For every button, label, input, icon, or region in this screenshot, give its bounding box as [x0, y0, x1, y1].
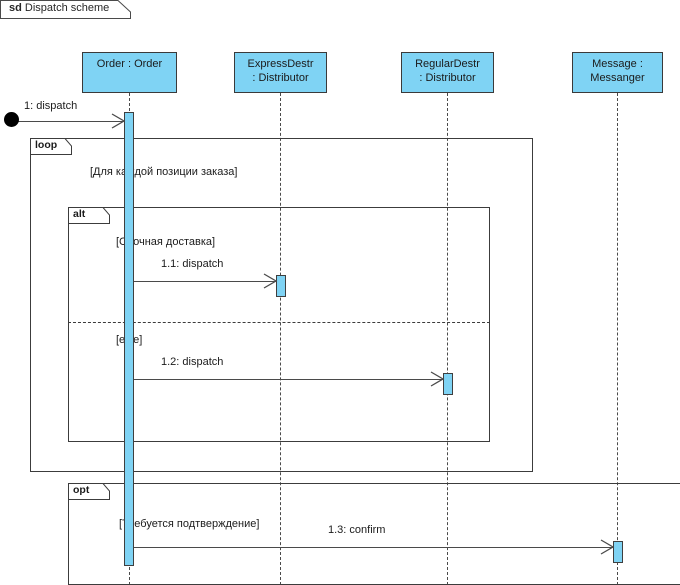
- lifeline-head-order[interactable]: Order : Order: [82, 52, 177, 93]
- frame-title-text: Dispatch scheme: [24, 2, 110, 14]
- fragment-operator-alt: alt: [73, 208, 86, 220]
- arrowhead-icon-m1: [111, 113, 126, 129]
- message-line-m1[interactable]: [12, 121, 124, 122]
- activation-bar-order-main[interactable]: [124, 112, 134, 566]
- arrowhead-icon-m13: [600, 539, 615, 555]
- fragment-alt[interactable]: [68, 207, 490, 442]
- arrowhead-icon-m11: [263, 273, 278, 289]
- activation-bar-express-act[interactable]: [276, 275, 286, 297]
- lifeline-head-regular[interactable]: RegularDestr : Distributor: [401, 52, 494, 93]
- fragment-label-loop: loop: [30, 138, 72, 155]
- lifeline-type-express: : Distributor: [252, 72, 309, 84]
- lifeline-stem-regular: [447, 93, 448, 585]
- lifeline-name-messenger: Message :: [592, 58, 643, 70]
- lifeline-type-messenger: Messanger: [590, 72, 645, 84]
- message-line-m13[interactable]: [134, 547, 613, 548]
- activation-bar-regular-act[interactable]: [443, 373, 453, 395]
- fragment-loop[interactable]: [30, 138, 533, 472]
- initial-node: [4, 112, 19, 127]
- fragment-label-opt: opt: [68, 483, 110, 500]
- message-label-m12: 1.2: dispatch: [161, 356, 224, 368]
- message-line-m12[interactable]: [134, 379, 443, 380]
- arrowhead-icon-m12: [430, 371, 445, 387]
- message-label-m1: 1: dispatch: [24, 100, 78, 112]
- fragment-operator-opt: opt: [73, 484, 90, 496]
- lifeline-name-express: ExpressDestr: [247, 58, 314, 70]
- message-label-m13: 1.3: confirm: [328, 524, 386, 536]
- fragment-operator-loop: loop: [35, 139, 58, 151]
- lifeline-head-messenger[interactable]: Message : Messanger: [572, 52, 663, 93]
- lifeline-stem-messenger: [617, 93, 618, 585]
- fragment-divider-alt-0: [68, 322, 490, 323]
- lifeline-stem-express: [280, 93, 281, 585]
- frame-title-tab: sd Dispatch scheme: [0, 0, 131, 19]
- alt-branch-guard-0: [Срочная доставка]: [116, 236, 216, 248]
- frame-title: sd Dispatch scheme: [9, 2, 109, 14]
- message-label-m11: 1.1: dispatch: [161, 258, 224, 270]
- lifeline-head-express[interactable]: ExpressDestr : Distributor: [234, 52, 327, 93]
- fragment-label-alt: alt: [68, 207, 110, 224]
- lifeline-name-order: Order : Order: [96, 58, 163, 70]
- lifeline-name-regular: RegularDestr: [415, 58, 480, 70]
- guard-loop: [Для каждой позиции заказа]: [90, 166, 238, 178]
- guard-opt: [Требуется подтверждение]: [119, 518, 260, 530]
- frame-keyword: sd: [9, 2, 22, 14]
- lifeline-type-regular: : Distributor: [419, 72, 476, 84]
- message-line-m11[interactable]: [134, 281, 276, 282]
- activation-bar-messenger-act[interactable]: [613, 541, 623, 563]
